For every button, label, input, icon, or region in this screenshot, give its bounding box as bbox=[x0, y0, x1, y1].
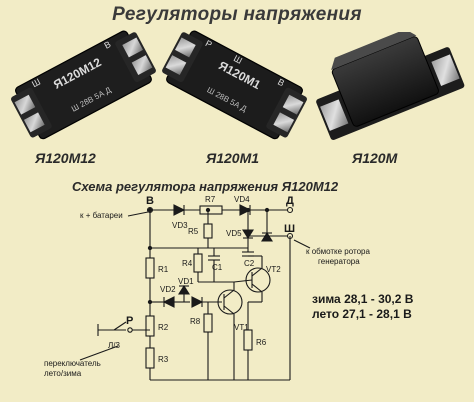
vd-pair-diode-icon bbox=[191, 296, 204, 308]
switch-contact bbox=[113, 321, 127, 331]
r3-label: R3 bbox=[158, 355, 169, 364]
terminal-p-label: Р bbox=[126, 315, 133, 327]
c1-label: C1 bbox=[212, 263, 223, 272]
r6-label: R6 bbox=[256, 338, 267, 347]
photo1-caption: Я120М12 bbox=[35, 150, 96, 166]
vd2-label: VD2 bbox=[160, 285, 176, 294]
photo1-pin-sh: Ш bbox=[30, 77, 42, 90]
vd1-label: VD1 bbox=[178, 277, 194, 286]
r5-label: R5 bbox=[188, 227, 199, 236]
terminal-b-label: В bbox=[146, 195, 154, 207]
photo2-pin-sh: Ш bbox=[232, 53, 244, 66]
vd4-label: VD4 bbox=[234, 195, 250, 204]
switch-label: переключатель bbox=[44, 359, 101, 368]
r1-resistor bbox=[145, 257, 155, 279]
summer-voltage: лето 27,1 - 28,1 В bbox=[312, 307, 412, 321]
r2-label: R2 bbox=[158, 323, 169, 332]
terminal-d-icon bbox=[286, 206, 294, 214]
vt1-transistor-icon bbox=[217, 289, 243, 315]
vd3-label: VD3 bbox=[172, 221, 188, 230]
r5-resistor bbox=[203, 223, 213, 239]
regulator-photo-ya120m12: Я120М12 Ш 28В 5А Д Ш В bbox=[8, 28, 158, 140]
photo3-caption: Я120М bbox=[352, 150, 398, 166]
r7-label: R7 bbox=[205, 195, 216, 204]
photo2-pin-b: В bbox=[276, 77, 286, 89]
vd2-diode-icon bbox=[162, 296, 175, 308]
r8-label: R8 bbox=[190, 317, 201, 326]
vd4-diode-icon bbox=[239, 204, 252, 216]
regulator-schematic: В к + батареи Д VD3 R7 VD4 R1 R2 R3 Р Л/… bbox=[44, 195, 370, 381]
photo2-pin-p: Р bbox=[204, 38, 214, 50]
winter-voltage: зима 28,1 - 30,2 В bbox=[312, 292, 414, 306]
battery-arrow bbox=[127, 211, 149, 217]
rotor-label: к обмотке ротора bbox=[306, 247, 370, 256]
r4-label: R4 bbox=[182, 259, 193, 268]
c2-label: C2 bbox=[244, 259, 255, 268]
r7-resistor bbox=[199, 205, 223, 215]
regulator-photo-ya120m bbox=[308, 29, 468, 144]
r8-resistor bbox=[203, 313, 213, 333]
vt1-label: VT1 bbox=[234, 323, 249, 332]
vt2-label: VT2 bbox=[266, 265, 281, 274]
terminal-d-label: Д bbox=[286, 195, 294, 207]
switch-ref-label: Л/3 bbox=[108, 341, 120, 350]
vd5-label: VD5 bbox=[226, 229, 242, 238]
regulator-photo-ya120m1: Я120М1 Ш 28В 5А Д Р Ш В bbox=[160, 28, 310, 140]
r1-label: R1 bbox=[158, 265, 169, 274]
page-title: Регуляторы напряжения bbox=[112, 4, 362, 25]
sh-diode-icon bbox=[261, 231, 273, 242]
r2-resistor bbox=[145, 315, 155, 337]
battery-label: к + батареи bbox=[80, 211, 123, 220]
vt2-transistor-icon bbox=[245, 267, 271, 293]
terminal-p-icon bbox=[127, 327, 133, 333]
r6-resistor bbox=[243, 329, 253, 351]
season-label: лето/зима bbox=[44, 369, 82, 378]
r4-resistor bbox=[193, 253, 203, 273]
vd5-diode-icon bbox=[242, 229, 254, 240]
photo1-pin-b: В bbox=[103, 39, 113, 51]
photo2-caption: Я120М1 bbox=[206, 150, 260, 166]
schematic-title: Схема регулятора напряжения Я120М12 bbox=[72, 179, 339, 194]
r3-resistor bbox=[145, 347, 155, 369]
vd1-diode-icon bbox=[178, 284, 190, 295]
terminal-sh-label: Ш bbox=[284, 223, 295, 235]
vd3-diode-icon bbox=[173, 204, 186, 216]
generator-label: генератора bbox=[318, 257, 360, 266]
